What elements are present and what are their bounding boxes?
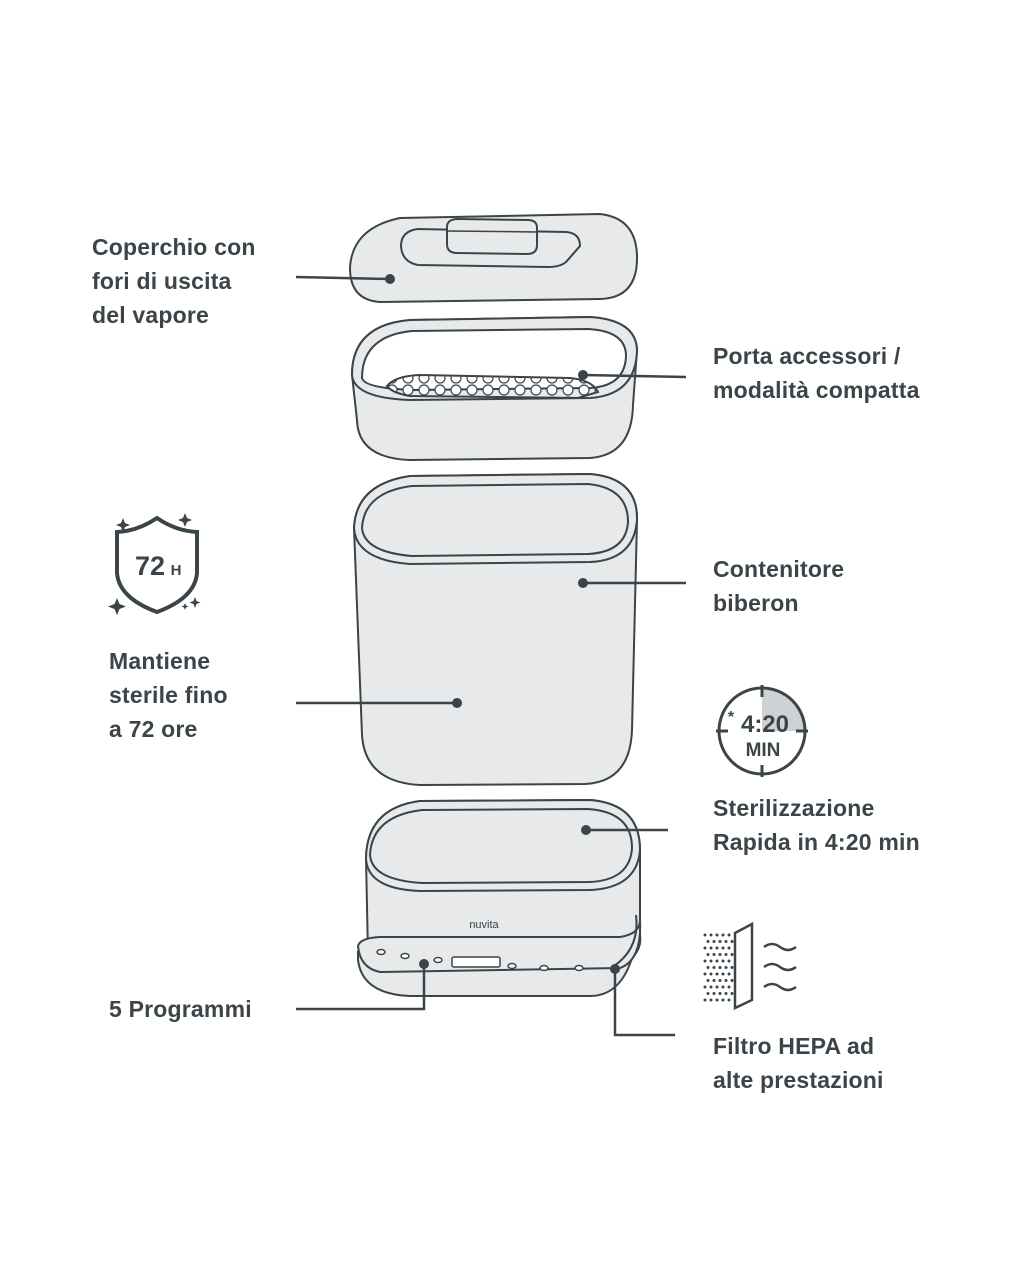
label-line: 5 Programmi <box>109 996 252 1022</box>
lid <box>348 212 639 304</box>
sparkle-icon <box>181 603 189 610</box>
label-line: alte prestazioni <box>713 1067 884 1093</box>
label-line: modalità compatta <box>713 377 920 403</box>
accessory-tray <box>350 315 639 462</box>
bottle-container <box>352 472 639 787</box>
label-line: Sterilizzazione <box>713 795 875 821</box>
airflow-waves <box>763 942 797 992</box>
base-unit <box>356 798 642 997</box>
timer-asterisk: * <box>728 709 735 726</box>
shield-unit: H <box>171 562 182 579</box>
brand-logo: nuvita <box>469 919 499 931</box>
label-lid: Coperchio con fori di uscita del vapore <box>92 230 256 332</box>
timer-time: 4:20 <box>741 711 789 738</box>
leader-accessory <box>582 373 687 379</box>
timer-icon: * 4:20 MIN <box>716 685 808 777</box>
sparkle-icon <box>116 518 130 532</box>
label-accessory: Porta accessori / modalità compatta <box>713 339 920 407</box>
label-rapid: Sterilizzazione Rapida in 4:20 min <box>713 791 920 859</box>
leader-lid <box>295 275 391 281</box>
label-line: del vapore <box>92 302 210 328</box>
label-line: Filtro HEPA ad <box>713 1033 875 1059</box>
label-line: Coperchio con <box>92 234 256 260</box>
label-line: fori di uscita <box>92 268 232 294</box>
leader-lines <box>295 275 687 1037</box>
label-line: a 72 ore <box>109 716 198 742</box>
timer-unit: MIN <box>746 740 781 761</box>
label-line: Contenitore <box>713 556 845 582</box>
timer-progress-wedge <box>762 688 805 731</box>
leader-dots <box>385 274 620 974</box>
shield-hours: 72 <box>135 551 165 581</box>
label-line: Mantiene <box>109 648 211 674</box>
label-programs: 5 Programmi <box>109 992 252 1026</box>
leader-filter <box>613 969 675 1037</box>
label-sterile: Mantiene sterile fino a 72 ore <box>109 644 228 746</box>
label-line: Rapida in 4:20 min <box>713 829 920 855</box>
label-bottle: Contenitore biberon <box>713 552 844 620</box>
label-line: biberon <box>713 590 799 616</box>
shield-72h-icon: 72 H <box>108 513 201 615</box>
sparkle-icon <box>189 597 201 608</box>
label-filter: Filtro HEPA ad alte prestazioni <box>713 1029 884 1097</box>
leader-programs <box>296 964 426 1011</box>
label-line: Porta accessori / <box>713 343 901 369</box>
label-line: sterile fino <box>109 682 228 708</box>
hepa-filter-icon <box>703 921 797 1010</box>
particle-dots <box>703 933 734 1002</box>
sparkle-icon <box>108 598 126 615</box>
sparkle-icon <box>178 513 192 527</box>
